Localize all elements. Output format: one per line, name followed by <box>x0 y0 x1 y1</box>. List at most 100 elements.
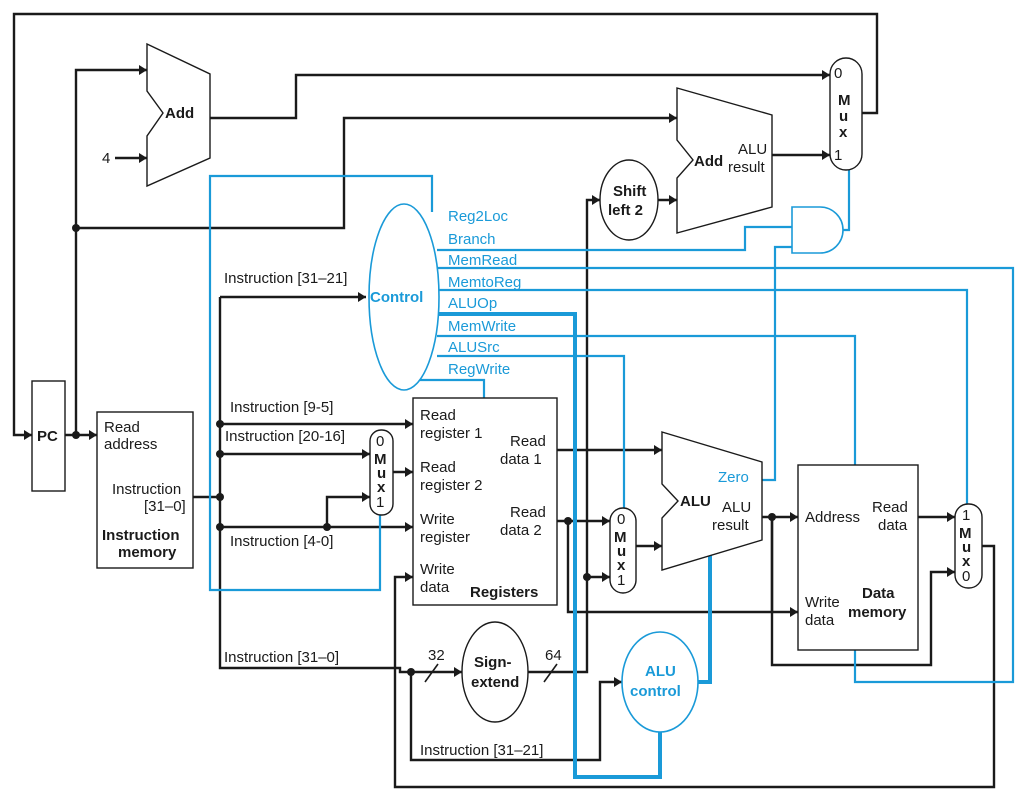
reg-wda: Write <box>420 561 455 578</box>
alusrc-mux <box>609 507 637 594</box>
signal-aluop: ALUOp <box>448 295 497 312</box>
branch-adder-label: Add <box>694 153 723 170</box>
dmem-title2: memory <box>848 604 907 621</box>
dmem-title1: Data <box>862 585 895 602</box>
dmem-rd1: Read <box>872 499 908 516</box>
alu-res1: ALU <box>722 499 751 516</box>
reg-rr2b: register 2 <box>420 477 483 494</box>
mux-alu-u: u <box>617 543 626 560</box>
imem-out1: Instruction <box>112 481 181 498</box>
signal-reg2loc: Reg2Loc <box>448 208 509 225</box>
mux-top-in1: 1 <box>834 147 842 164</box>
constant-four: 4 <box>102 150 110 167</box>
mux-top-u: u <box>839 108 848 125</box>
reg-title: Registers <box>470 584 538 601</box>
arrowheads <box>24 65 955 687</box>
reg2loc-mux <box>369 429 394 516</box>
imem-title2: memory <box>118 544 177 561</box>
sext-out-slash <box>543 663 558 683</box>
reg-wdb: data <box>420 579 450 596</box>
label-instr-20-16: Instruction [20-16] <box>225 428 345 445</box>
main-alu <box>661 431 763 571</box>
reg-rd2b: data 2 <box>500 522 542 539</box>
branch-adder <box>676 87 773 234</box>
pc-label: PC <box>37 428 58 445</box>
shift-line2: left 2 <box>608 202 643 219</box>
sext-in-slash <box>424 663 439 683</box>
mux-mem-in1: 1 <box>962 507 970 524</box>
aluctl-line2: control <box>630 683 681 700</box>
reg-wra: Write <box>420 511 455 528</box>
sext-line2: extend <box>471 674 519 691</box>
label-instr-9-5: Instruction [9-5] <box>230 399 333 416</box>
mux-mem-u: u <box>962 539 971 556</box>
mux-reg-in1: 1 <box>376 494 384 511</box>
mux-alu-in1: 1 <box>617 572 625 589</box>
label-instr-31-21-top: Instruction [31–21] <box>224 270 347 287</box>
aluctl-line1: ALU <box>645 663 676 680</box>
mux-reg-x: x <box>377 479 386 496</box>
reg-wrb: register <box>420 529 470 546</box>
alu-control-unit <box>621 631 699 733</box>
signal-memtoreg: MemtoReg <box>448 274 521 291</box>
pc-adder-label: Add <box>165 105 194 122</box>
mux-mem-m: M <box>959 525 972 542</box>
dmem-wd1: Write <box>805 594 840 611</box>
imem-out2: [31–0] <box>144 498 186 515</box>
mux-mem-x: x <box>962 553 971 570</box>
pc-adder <box>146 42 211 188</box>
shift-left-2 <box>599 159 659 241</box>
mux-top-m: M <box>838 92 851 109</box>
signal-alusrc: ALUSrc <box>448 339 500 356</box>
signal-branch: Branch <box>448 231 496 248</box>
mux-reg-m: M <box>374 451 387 468</box>
sext-line1: Sign- <box>474 654 512 671</box>
mux-mem-in0: 0 <box>962 568 970 585</box>
junction-dots <box>72 224 776 676</box>
reg-rd2a: Read <box>510 504 546 521</box>
shift-line1: Shift <box>613 183 646 200</box>
dmem-wd2: data <box>805 612 835 629</box>
imem-title1: Instruction <box>102 527 180 544</box>
mux-alu-m: M <box>614 529 627 546</box>
memtoreg-mux <box>954 503 983 589</box>
pc-register <box>31 380 66 492</box>
sign-extend-unit <box>461 621 529 723</box>
pc-source-mux <box>829 57 863 171</box>
register-file <box>412 397 558 606</box>
data-memory <box>797 464 919 651</box>
reg-rr1a: Read <box>420 407 456 424</box>
imem-read1: Read <box>104 419 140 436</box>
dmem-rd2: data <box>878 517 908 534</box>
alu-zero: Zero <box>718 469 749 486</box>
branch-adder-result: result <box>728 159 766 176</box>
reg-rd1a: Read <box>510 433 546 450</box>
mux-top-x: x <box>839 124 848 141</box>
mux-reg-u: u <box>377 465 386 482</box>
instruction-memory <box>96 411 194 569</box>
sext-in-bits: 32 <box>428 647 445 664</box>
control-unit <box>368 203 440 391</box>
mux-alu-x: x <box>617 557 626 574</box>
reg-rr2a: Read <box>420 459 456 476</box>
imem-read2: address <box>104 436 157 453</box>
signal-memwrite: MemWrite <box>448 318 516 335</box>
label-instr-31-0: Instruction [31–0] <box>224 649 339 666</box>
label-instr-31-21-bot: Instruction [31–21] <box>420 742 543 759</box>
dmem-address: Address <box>805 509 860 526</box>
alu-res2: result <box>712 517 750 534</box>
mux-top-in0: 0 <box>834 65 842 82</box>
reg-rd1b: data 1 <box>500 451 542 468</box>
control-wires <box>208 170 1015 779</box>
branch-and-gate <box>791 206 844 254</box>
signal-memread: MemRead <box>448 252 517 269</box>
control-label: Control <box>370 289 423 306</box>
signal-regwrite: RegWrite <box>448 361 510 378</box>
sext-out-bits: 64 <box>545 647 562 664</box>
alu-label: ALU <box>680 493 711 510</box>
branch-adder-alu: ALU <box>738 141 767 158</box>
label-instr-4-0: Instruction [4-0] <box>230 533 333 550</box>
mux-alu-in0: 0 <box>617 511 625 528</box>
reg-rr1b: register 1 <box>420 425 483 442</box>
